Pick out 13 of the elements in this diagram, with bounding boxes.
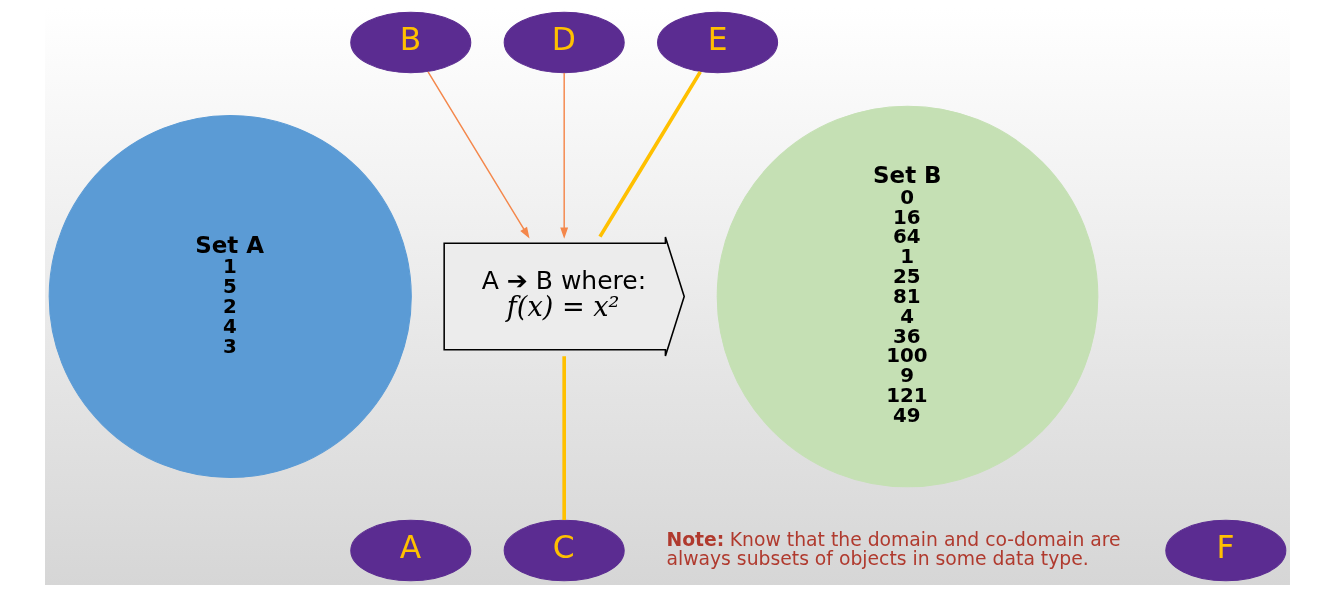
node-ellipse: E [656,11,778,74]
label: Note: Know that the domain and co-domain are always subsets of objects in some data type. [665,528,1121,569]
node-ellipse: C [503,519,625,582]
node-ellipse: D [503,11,625,74]
node-ellipse: A [349,519,471,582]
arrow [426,71,530,239]
connector [561,356,566,521]
node-ellipse: B [349,11,471,74]
connector [597,70,702,238]
node-ellipse: F [1164,519,1286,582]
node-circle: Set A 1 5 2 4 3 [48,114,412,479]
node-circle: Set B 0 16 64 1 25 81 4 36 100 9 121 49 [716,105,1098,488]
arrow [559,72,568,239]
